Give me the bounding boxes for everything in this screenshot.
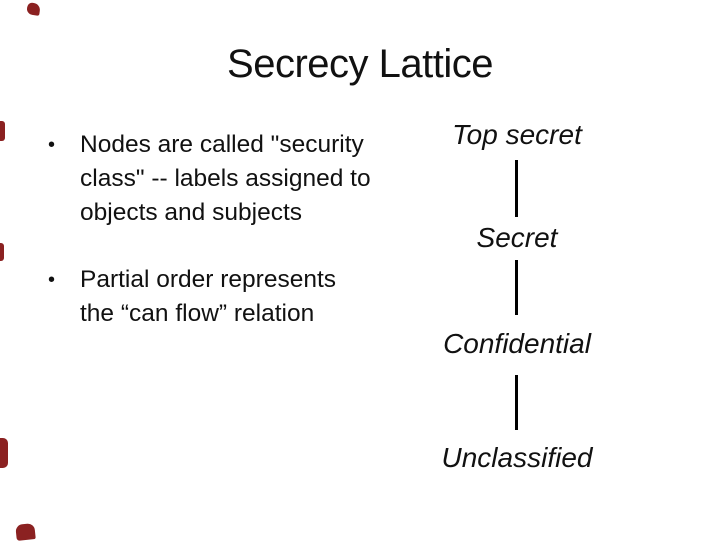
border-accent-fragment-left-3 — [0, 438, 8, 468]
secrecy-lattice-diagram: Top secret Secret Confidential Unclassif… — [397, 0, 637, 540]
bullet-item-partial-order: • Partial order represents the “can flow… — [42, 263, 402, 331]
bullet-icon: • — [48, 269, 56, 291]
slide-title: Secrecy Lattice — [227, 42, 493, 86]
lattice-connector — [515, 260, 518, 315]
lattice-node-top-secret: Top secret — [452, 119, 582, 150]
bullet-item-nodes: • Nodes are called "security class" -- l… — [42, 128, 402, 230]
bullet-text: Nodes are called "security class" -- lab… — [80, 131, 371, 226]
border-accent-fragment-left-1 — [0, 121, 5, 141]
border-accent-fragment-bottom — [15, 523, 36, 541]
bullet-text: Partial order represents the “can flow” … — [80, 266, 337, 327]
lattice-connector — [515, 160, 518, 217]
lattice-connector — [515, 375, 518, 430]
border-accent-fragment-top — [26, 2, 41, 16]
lattice-node-secret: Secret — [476, 222, 558, 253]
lattice-node-unclassified: Unclassified — [441, 442, 593, 473]
bullet-icon: • — [48, 134, 56, 156]
lattice-node-confidential: Confidential — [443, 328, 591, 359]
border-accent-fragment-left-2 — [0, 243, 4, 261]
